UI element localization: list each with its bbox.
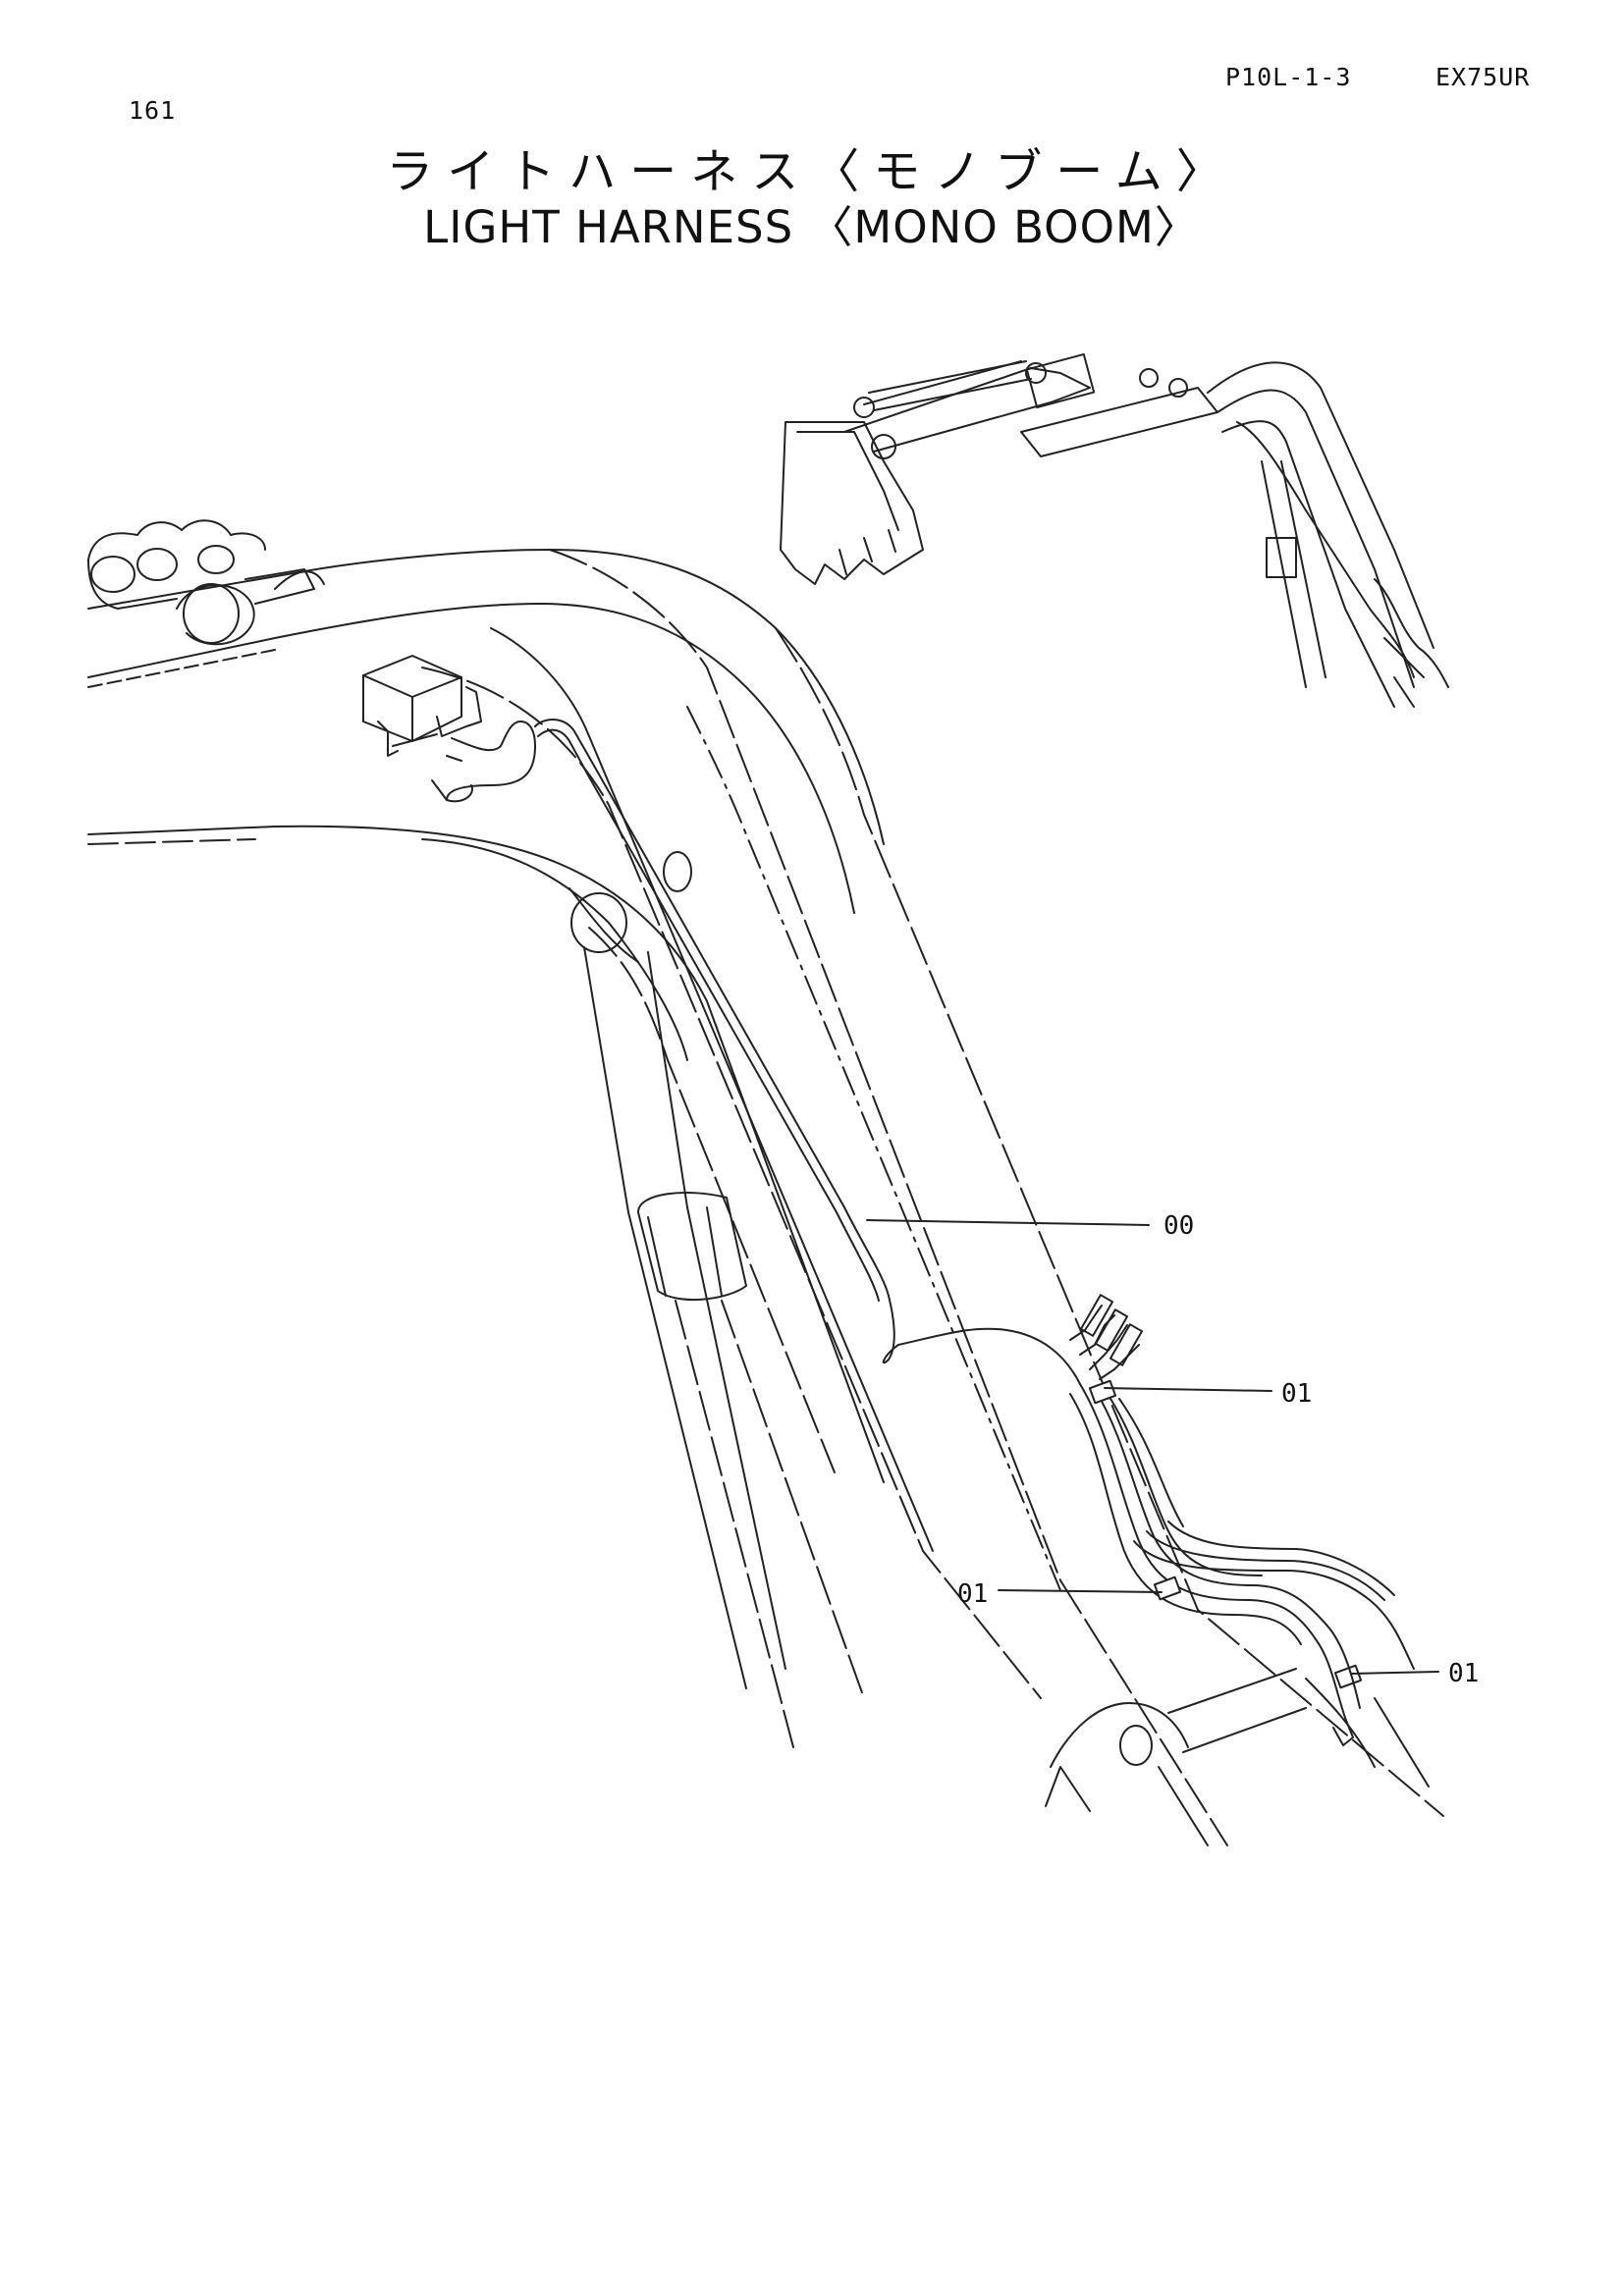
harness-wire bbox=[446, 721, 536, 801]
work-light bbox=[362, 655, 482, 757]
model-name: EX75UR bbox=[1435, 63, 1531, 91]
reference-code: P10L-1-3 bbox=[1225, 63, 1352, 91]
page-number: 161 bbox=[129, 96, 177, 125]
inset-excavator-view bbox=[780, 352, 1449, 708]
title-japanese: ライトハーネス〈モノブーム〉 bbox=[386, 144, 1237, 199]
callout-label-00: 00 bbox=[1163, 1211, 1194, 1241]
callout-label-01-middle: 01 bbox=[957, 1579, 988, 1609]
boom-detail bbox=[87, 519, 1444, 1846]
callout-label-01-upper: 01 bbox=[1281, 1379, 1312, 1409]
leader-lines bbox=[866, 1219, 1439, 1675]
title-english: LIGHT HARNESS 〈MONO BOOM〉 bbox=[423, 201, 1200, 253]
clip-markers bbox=[1088, 1379, 1363, 1689]
callout-label-01-lower: 01 bbox=[1448, 1659, 1479, 1688]
